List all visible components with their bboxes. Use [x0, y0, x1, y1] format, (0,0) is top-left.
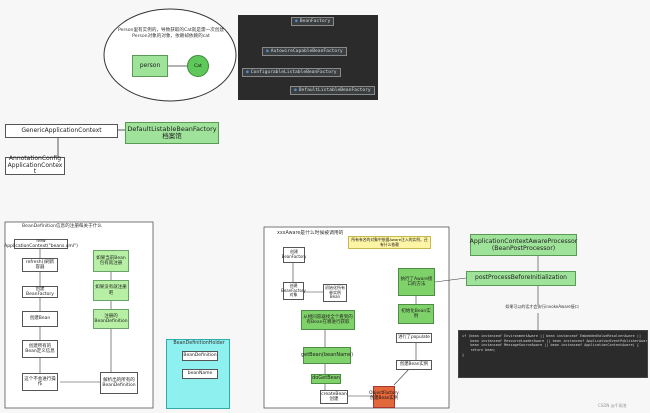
code-line: bean instanceof MessageSourceAware || be… — [462, 343, 640, 348]
code-line: return bean; — [462, 348, 496, 353]
class-icon: ● — [294, 88, 297, 93]
flow2-init-singletons: 初始化所有单实例Bean — [323, 284, 347, 302]
flow1-register-else: 如果没有就注册吧 — [93, 280, 129, 301]
flow1-new-context: new ApplicationContext("beans.xml") — [4, 238, 78, 249]
holder-title: BeanDefinitionHolder — [173, 341, 225, 346]
aware-processor: ApplicationContextAwareProcessor (BeanPo… — [470, 234, 577, 256]
interface-icon: ● — [266, 49, 269, 54]
default-factory-title: DefaultListableBeanFactory — [127, 124, 217, 133]
class-diagram-panel — [238, 15, 378, 100]
default-factory-node: DefaultListableBeanFactory 档案馆 — [125, 122, 219, 144]
flow1-refresh: refresh()刷新容器 — [22, 258, 58, 272]
holder-bean-definition: BeanDefinition — [182, 351, 218, 361]
class-beanfactory: ●BeanFactory — [291, 17, 335, 26]
flow2-create-factory: 创建BeanFactory — [282, 247, 306, 263]
flow1-parsed-defs: 解析出的所有的BeanDefinition — [100, 372, 138, 394]
class-beanfactory-label: BeanFactory — [299, 19, 331, 24]
code-line: if (bean instanceof EnvironmentAware || … — [462, 334, 642, 338]
flow1-title: BeanDefinition信息的注册每关于什么 — [22, 224, 102, 229]
flow2-title: xxxAware是什么时候被调用的 — [277, 231, 344, 236]
invoke-aware-label: 如果可以的话才会执行invokeAware接口 — [505, 304, 579, 309]
cat-node: Cat — [187, 55, 209, 77]
flow1-create-factory: 创建BeanFactory — [22, 286, 58, 298]
person-node: person — [132, 55, 168, 77]
ellipse-note: Person里有实例的，导致获取的Cat就是需一次创建Person对象的对象，依… — [118, 28, 224, 39]
flow2-do-get-bean: doGetBean — [311, 374, 341, 384]
code-snippet: if (bean instanceof EnvironmentAware || … — [458, 330, 648, 378]
flow2-object-factory: ObjectFactory创建Bean实例 — [369, 386, 399, 408]
flow2-init-bean: 初始化Bean实例 — [398, 304, 434, 324]
flow2-find-bean: 从相同容器找全个看到的有Bean在哪进行获取 — [301, 310, 355, 330]
flow2-populate: 进行了populate — [396, 333, 432, 343]
class-configurable: ●ConfigurableListableBeanFactory — [242, 68, 341, 77]
watermark: CSDN @千阁浪 — [598, 403, 627, 408]
class-default-label: DefaultListableBeanFactory — [298, 88, 371, 93]
class-default: ●DefaultListableBeanFactory — [290, 86, 375, 95]
flow1-all-defs: 创建所有的Bean定义信息 — [22, 340, 58, 358]
flow1-no-op: 这个不会进行操作 — [22, 373, 58, 391]
flow2-factory-object: 创建BeanFactory对象 — [281, 282, 306, 300]
code-line: } — [462, 352, 465, 357]
annotation-context: AnnotationConfigApplicationContext — [5, 155, 65, 175]
interface-icon: ● — [295, 19, 298, 24]
flow2-create-instance: 创建Bean实例 — [396, 360, 432, 370]
generic-context: GenericApplicationContext — [5, 124, 118, 138]
flow2-get-bean: getBean(beanName) — [301, 347, 353, 364]
post-process-before-init: postProcessBeforeInitialization — [466, 271, 576, 286]
flow1-register-if: 如果当前Bean包有就注册 — [93, 250, 129, 272]
flow2-create-bean: createBean创建 — [320, 390, 348, 404]
holder-bean-name: beanName — [182, 369, 218, 379]
class-autowire: ●AutowireCapableBeanFactory — [262, 47, 347, 56]
class-autowire-label: AutowireCapableBeanFactory — [270, 49, 343, 54]
flow1-create-bean: 创建Bean — [22, 311, 58, 327]
class-configurable-label: ConfigurableListableBeanFactory — [250, 70, 337, 75]
flow2-aware: 执行了Aware接口的方法 — [398, 268, 435, 296]
default-factory-sub: 档案馆 — [162, 132, 182, 140]
interface-icon: ● — [246, 70, 249, 75]
flow2-note: 所有有名的对象中依据Aware注入的实例，还有什么依赖 — [348, 236, 431, 249]
flow1-registered: 注册的BeanDefinition — [93, 309, 129, 329]
code-line: bean instanceof ResourceLoaderAware || b… — [462, 338, 648, 343]
